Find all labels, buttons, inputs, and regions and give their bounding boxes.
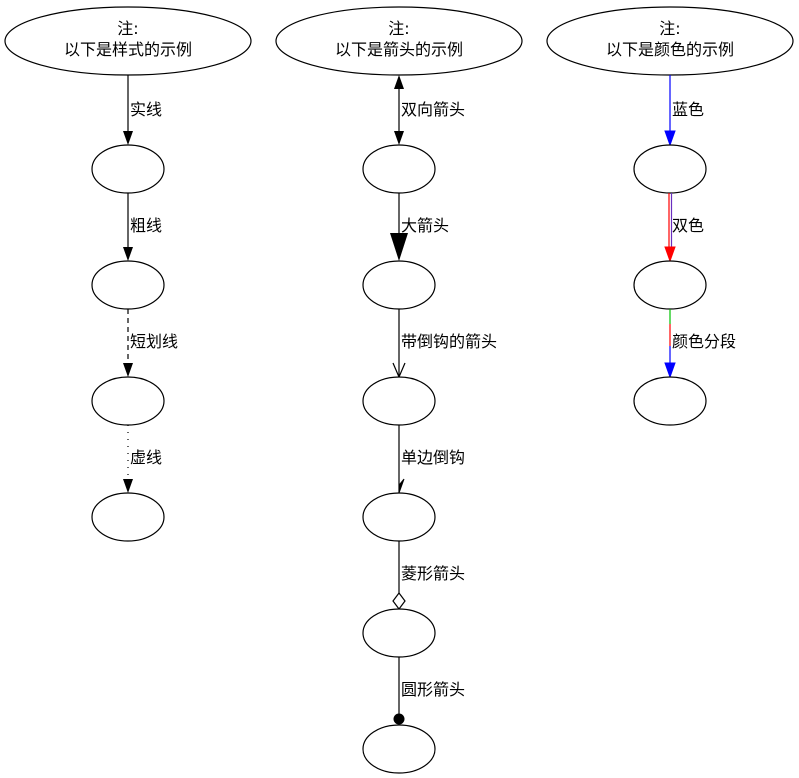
note-style-line1: 注: (117, 19, 138, 38)
arrowhead-half (398, 478, 405, 494)
label-round-arrow: 圆形箭头 (401, 680, 465, 699)
label-dashed: 短划线 (130, 332, 178, 351)
node-arrow-5[interactable] (362, 608, 436, 658)
arrowhead-bold (123, 247, 133, 261)
arrowhead-both-bottom (394, 131, 404, 145)
node-arrow-4[interactable] (362, 492, 436, 542)
arrowhead-two-color (664, 246, 676, 263)
note-color-line1: 注: (659, 19, 680, 38)
node-arrow-2[interactable] (362, 260, 436, 310)
arrowhead-solid (123, 131, 133, 145)
label-solid: 实线 (130, 100, 162, 119)
node-color-1[interactable] (633, 144, 707, 194)
label-dotted: 虚线 (130, 448, 162, 467)
note-arrow-line1: 注: (388, 19, 409, 38)
arrowhead-dashed (123, 363, 133, 377)
node-style-2[interactable] (91, 260, 165, 310)
note-color-line2: 以下是颜色的示例 (606, 40, 734, 59)
node-color-2[interactable] (633, 260, 707, 310)
label-barb-arrow: 带倒钩的箭头 (401, 332, 497, 351)
note-arrow-line2: 以下是箭头的示例 (335, 40, 463, 59)
arrowhead-diamond (392, 592, 406, 610)
label-half-barb: 单边倒钩 (401, 448, 465, 467)
node-style-1[interactable] (91, 144, 165, 194)
label-bold: 粗线 (130, 216, 162, 235)
style-column: 注: 以下是样式的示例 实线 粗线 短划线 虚线 (4, 6, 252, 542)
node-style-4[interactable] (91, 492, 165, 542)
arrow-column: 注: 以下是箭头的示例 双向箭头 大箭头 带倒钩的箭头 单边倒钩 菱形箭头 圆形… (275, 6, 523, 774)
arrowhead-segmented (664, 362, 676, 379)
label-both-dir: 双向箭头 (401, 100, 465, 119)
node-style-3[interactable] (91, 376, 165, 426)
arrowhead-blue (664, 130, 676, 147)
note-style-line2: 以下是样式的示例 (64, 40, 192, 59)
arrowhead-dot (393, 713, 405, 725)
node-arrow-6[interactable] (362, 724, 436, 774)
label-big-arrow: 大箭头 (401, 216, 449, 235)
label-diamond-arrow: 菱形箭头 (401, 564, 465, 583)
label-segmented: 颜色分段 (672, 332, 736, 351)
label-blue: 蓝色 (672, 100, 704, 119)
arrowhead-dotted (123, 479, 133, 493)
node-arrow-3[interactable] (362, 376, 436, 426)
label-two-color: 双色 (672, 216, 704, 235)
arrowhead-big (390, 233, 408, 261)
arrowhead-both-top (394, 75, 404, 89)
node-color-3[interactable] (633, 376, 707, 426)
color-column: 注: 以下是颜色的示例 蓝色 双色 颜色分段 (546, 6, 794, 426)
node-arrow-1[interactable] (362, 144, 436, 194)
